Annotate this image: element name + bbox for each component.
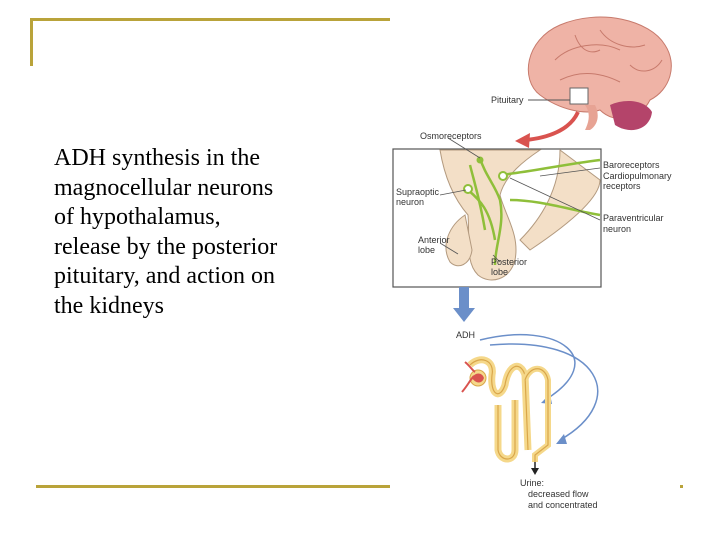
label-anterior-1: Anterior <box>418 235 450 245</box>
accent-bar-bottom <box>36 485 392 488</box>
label-posterior-2: lobe <box>491 267 508 277</box>
brain-illustration <box>527 16 672 131</box>
accent-dot <box>679 485 683 488</box>
label-paraventricular-1: Paraventricular <box>603 213 664 223</box>
urine-arrow-head <box>531 468 539 475</box>
label-supraoptic-1: Supraoptic <box>396 187 440 197</box>
glomerulus <box>461 361 487 393</box>
label-cardiopulmonary-2: receptors <box>603 181 641 191</box>
nephron-illustration <box>467 356 551 463</box>
pituitary-marker <box>569 87 589 105</box>
slide-body-text: ADH synthesis in the magnocellular neuro… <box>54 145 278 319</box>
adh-arrow-head <box>453 308 475 322</box>
hypothalamus-tissue <box>439 149 601 281</box>
supraoptic-cell <box>463 184 473 194</box>
label-baroreceptors: Baroreceptors <box>603 160 660 170</box>
label-supraoptic-2: neuron <box>396 197 424 207</box>
label-osmoreceptors: Osmoreceptors <box>420 131 482 141</box>
label-posterior-1: Posterior <box>491 257 527 267</box>
label-urine-3: and concentrated <box>528 500 598 510</box>
osmoreceptor-cell <box>476 156 484 164</box>
accent-bar-vertical <box>30 18 33 66</box>
label-paraventricular-2: neuron <box>603 224 631 234</box>
label-pituitary: Pituitary <box>491 95 524 105</box>
label-anterior-2: lobe <box>418 245 435 255</box>
label-pointers <box>439 137 601 263</box>
paraventricular-cell <box>498 171 508 181</box>
label-urine-2: decreased flow <box>528 489 589 499</box>
accent-bar-top <box>30 18 392 21</box>
label-adh: ADH <box>456 330 475 340</box>
red-arrow <box>524 111 580 142</box>
neuron-pathways <box>467 157 601 266</box>
label-urine-1: Urine: <box>520 478 544 488</box>
adh-arrow-shaft <box>459 287 469 309</box>
adh-action-arrows <box>479 333 599 441</box>
red-arrow-head <box>515 133 530 148</box>
label-cardiopulmonary-1: Cardiopulmonary <box>603 171 672 181</box>
